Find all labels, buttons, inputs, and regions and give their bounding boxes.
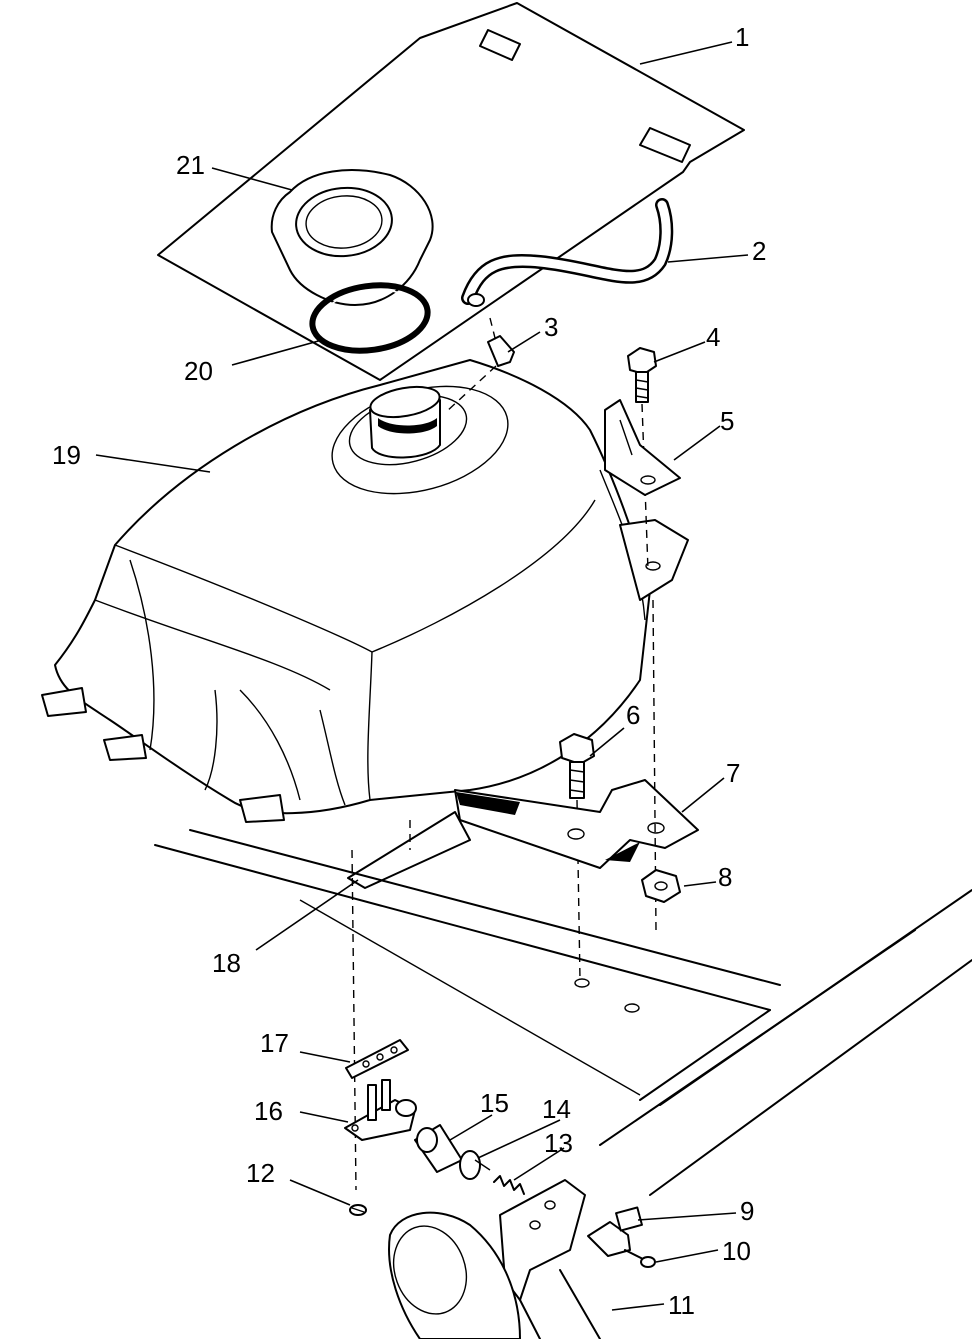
part-18-pad xyxy=(347,811,471,889)
part-15-valve-stem xyxy=(414,1124,463,1173)
callout-4: 4 xyxy=(706,322,720,352)
callout-1: 1 xyxy=(735,22,749,52)
part-13-spring xyxy=(493,1175,525,1195)
callout-5: 5 xyxy=(720,406,734,436)
part-8-nut xyxy=(641,869,681,903)
part-5-bracket xyxy=(604,399,681,496)
callout-19: 19 xyxy=(52,440,81,470)
callout-2: 2 xyxy=(752,236,766,266)
frame-rails xyxy=(154,829,972,1196)
callout-6: 6 xyxy=(626,700,640,730)
callout-14: 14 xyxy=(542,1094,571,1124)
callout-17: 17 xyxy=(260,1028,289,1058)
part-21-fuel-cap xyxy=(270,169,434,306)
callout-8: 8 xyxy=(718,862,732,892)
callout-13: 13 xyxy=(544,1128,573,1158)
part-4-bolt xyxy=(627,347,657,403)
callout-7: 7 xyxy=(726,758,740,788)
part-10-screw xyxy=(624,1249,656,1268)
part-12-screw xyxy=(349,1204,367,1216)
callout-11: 11 xyxy=(668,1290,695,1320)
part-17-mounting-plate xyxy=(345,1039,409,1079)
callout-3: 3 xyxy=(544,312,558,342)
callout-labels: 1 2 3 4 5 6 7 8 9 10 11 12 13 14 15 16 1… xyxy=(52,22,766,1320)
leader-lines xyxy=(95,41,749,1311)
part-9-valve-knob xyxy=(587,1206,643,1257)
part-14-seal xyxy=(459,1150,491,1180)
callout-9: 9 xyxy=(740,1196,754,1226)
callout-18: 18 xyxy=(212,948,241,978)
part-3-vent-fitting xyxy=(445,317,515,413)
part-16-fuel-valve xyxy=(344,1079,417,1141)
part-6-bolt xyxy=(559,733,595,799)
callout-20: 20 xyxy=(184,356,213,386)
callout-12: 12 xyxy=(246,1158,275,1188)
part-11-canister xyxy=(388,1211,521,1339)
callout-21: 21 xyxy=(176,150,205,180)
part-19-fuel-tank xyxy=(41,359,689,823)
callout-10: 10 xyxy=(722,1236,751,1266)
part-2-vent-hose xyxy=(461,198,674,307)
part-7-support-bracket xyxy=(454,779,699,869)
callout-15: 15 xyxy=(480,1088,509,1118)
callout-16: 16 xyxy=(254,1096,283,1126)
part-20-cap-gasket xyxy=(309,282,431,354)
